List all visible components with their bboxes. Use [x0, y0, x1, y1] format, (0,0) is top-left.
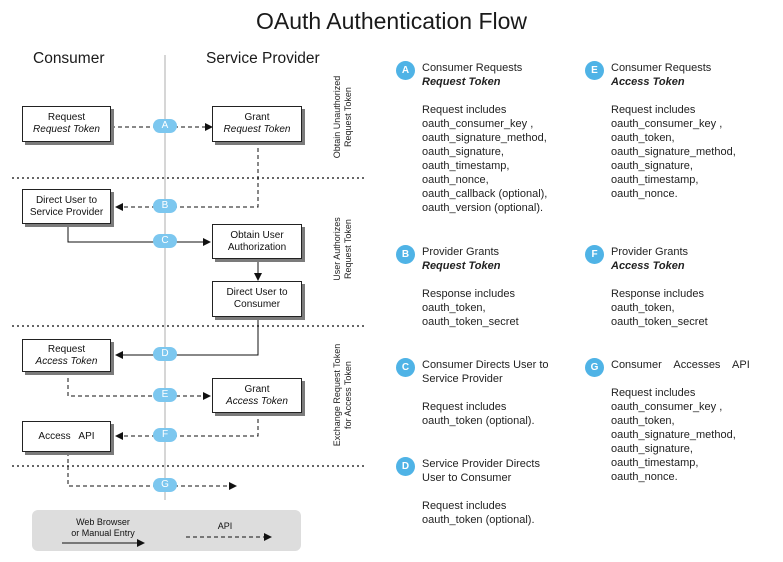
step-b-marker: B: [396, 245, 415, 264]
service-provider-column-header: Service Provider: [206, 50, 320, 67]
step-g-description: Consumer Accesses API Request includes o…: [611, 359, 750, 483]
step-b-description: Provider Grants Request Token Response i…: [422, 246, 519, 328]
box-request-access-token: Request Access Token: [22, 339, 111, 372]
step-f-description: Provider Grants Access Token Response in…: [611, 246, 708, 328]
step-f-marker: F: [585, 245, 604, 264]
badge-a: A: [153, 119, 177, 133]
arrow-f: [115, 412, 259, 440]
step-c-marker: C: [396, 358, 415, 377]
box-grant-request-token: Grant Request Token: [212, 106, 302, 142]
box-grant-access-token: Grant Access Token: [212, 378, 302, 413]
step-a-description: Consumer Requests Request Token Request …: [422, 62, 548, 214]
box-direct-user-to-consumer: Direct User to Consumer: [212, 281, 302, 317]
box-access-api: Access API: [22, 421, 111, 452]
badge-f: F: [153, 428, 177, 442]
step-g-marker: G: [585, 358, 604, 377]
badge-c: C: [153, 234, 177, 248]
diagram-title: OAuth Authentication Flow: [255, 8, 528, 34]
box-request-request-token: Request Request Token: [22, 106, 111, 142]
badge-e: E: [153, 388, 177, 402]
box-direct-user-to-sp: Direct User to Service Provider: [22, 189, 111, 224]
step-e-marker: E: [585, 61, 604, 80]
badge-d: D: [153, 347, 177, 361]
consumer-column-header: Consumer: [33, 50, 105, 67]
step-d-description: Service Provider Directs User to Consume…: [422, 458, 540, 526]
arrow-b: [115, 141, 259, 211]
legend-api-label: API: [217, 521, 233, 531]
legend: [32, 510, 301, 551]
step-a-marker: A: [396, 61, 415, 80]
badge-g: G: [153, 478, 177, 492]
step-c-description: Consumer Directs User to Service Provide…: [422, 359, 549, 427]
box-obtain-user-authorization: Obtain User Authorization: [212, 224, 302, 259]
badge-b: B: [153, 199, 177, 213]
step-d-marker: D: [396, 457, 415, 476]
step-e-description: Consumer Requests Access Token Request i…: [611, 62, 736, 200]
